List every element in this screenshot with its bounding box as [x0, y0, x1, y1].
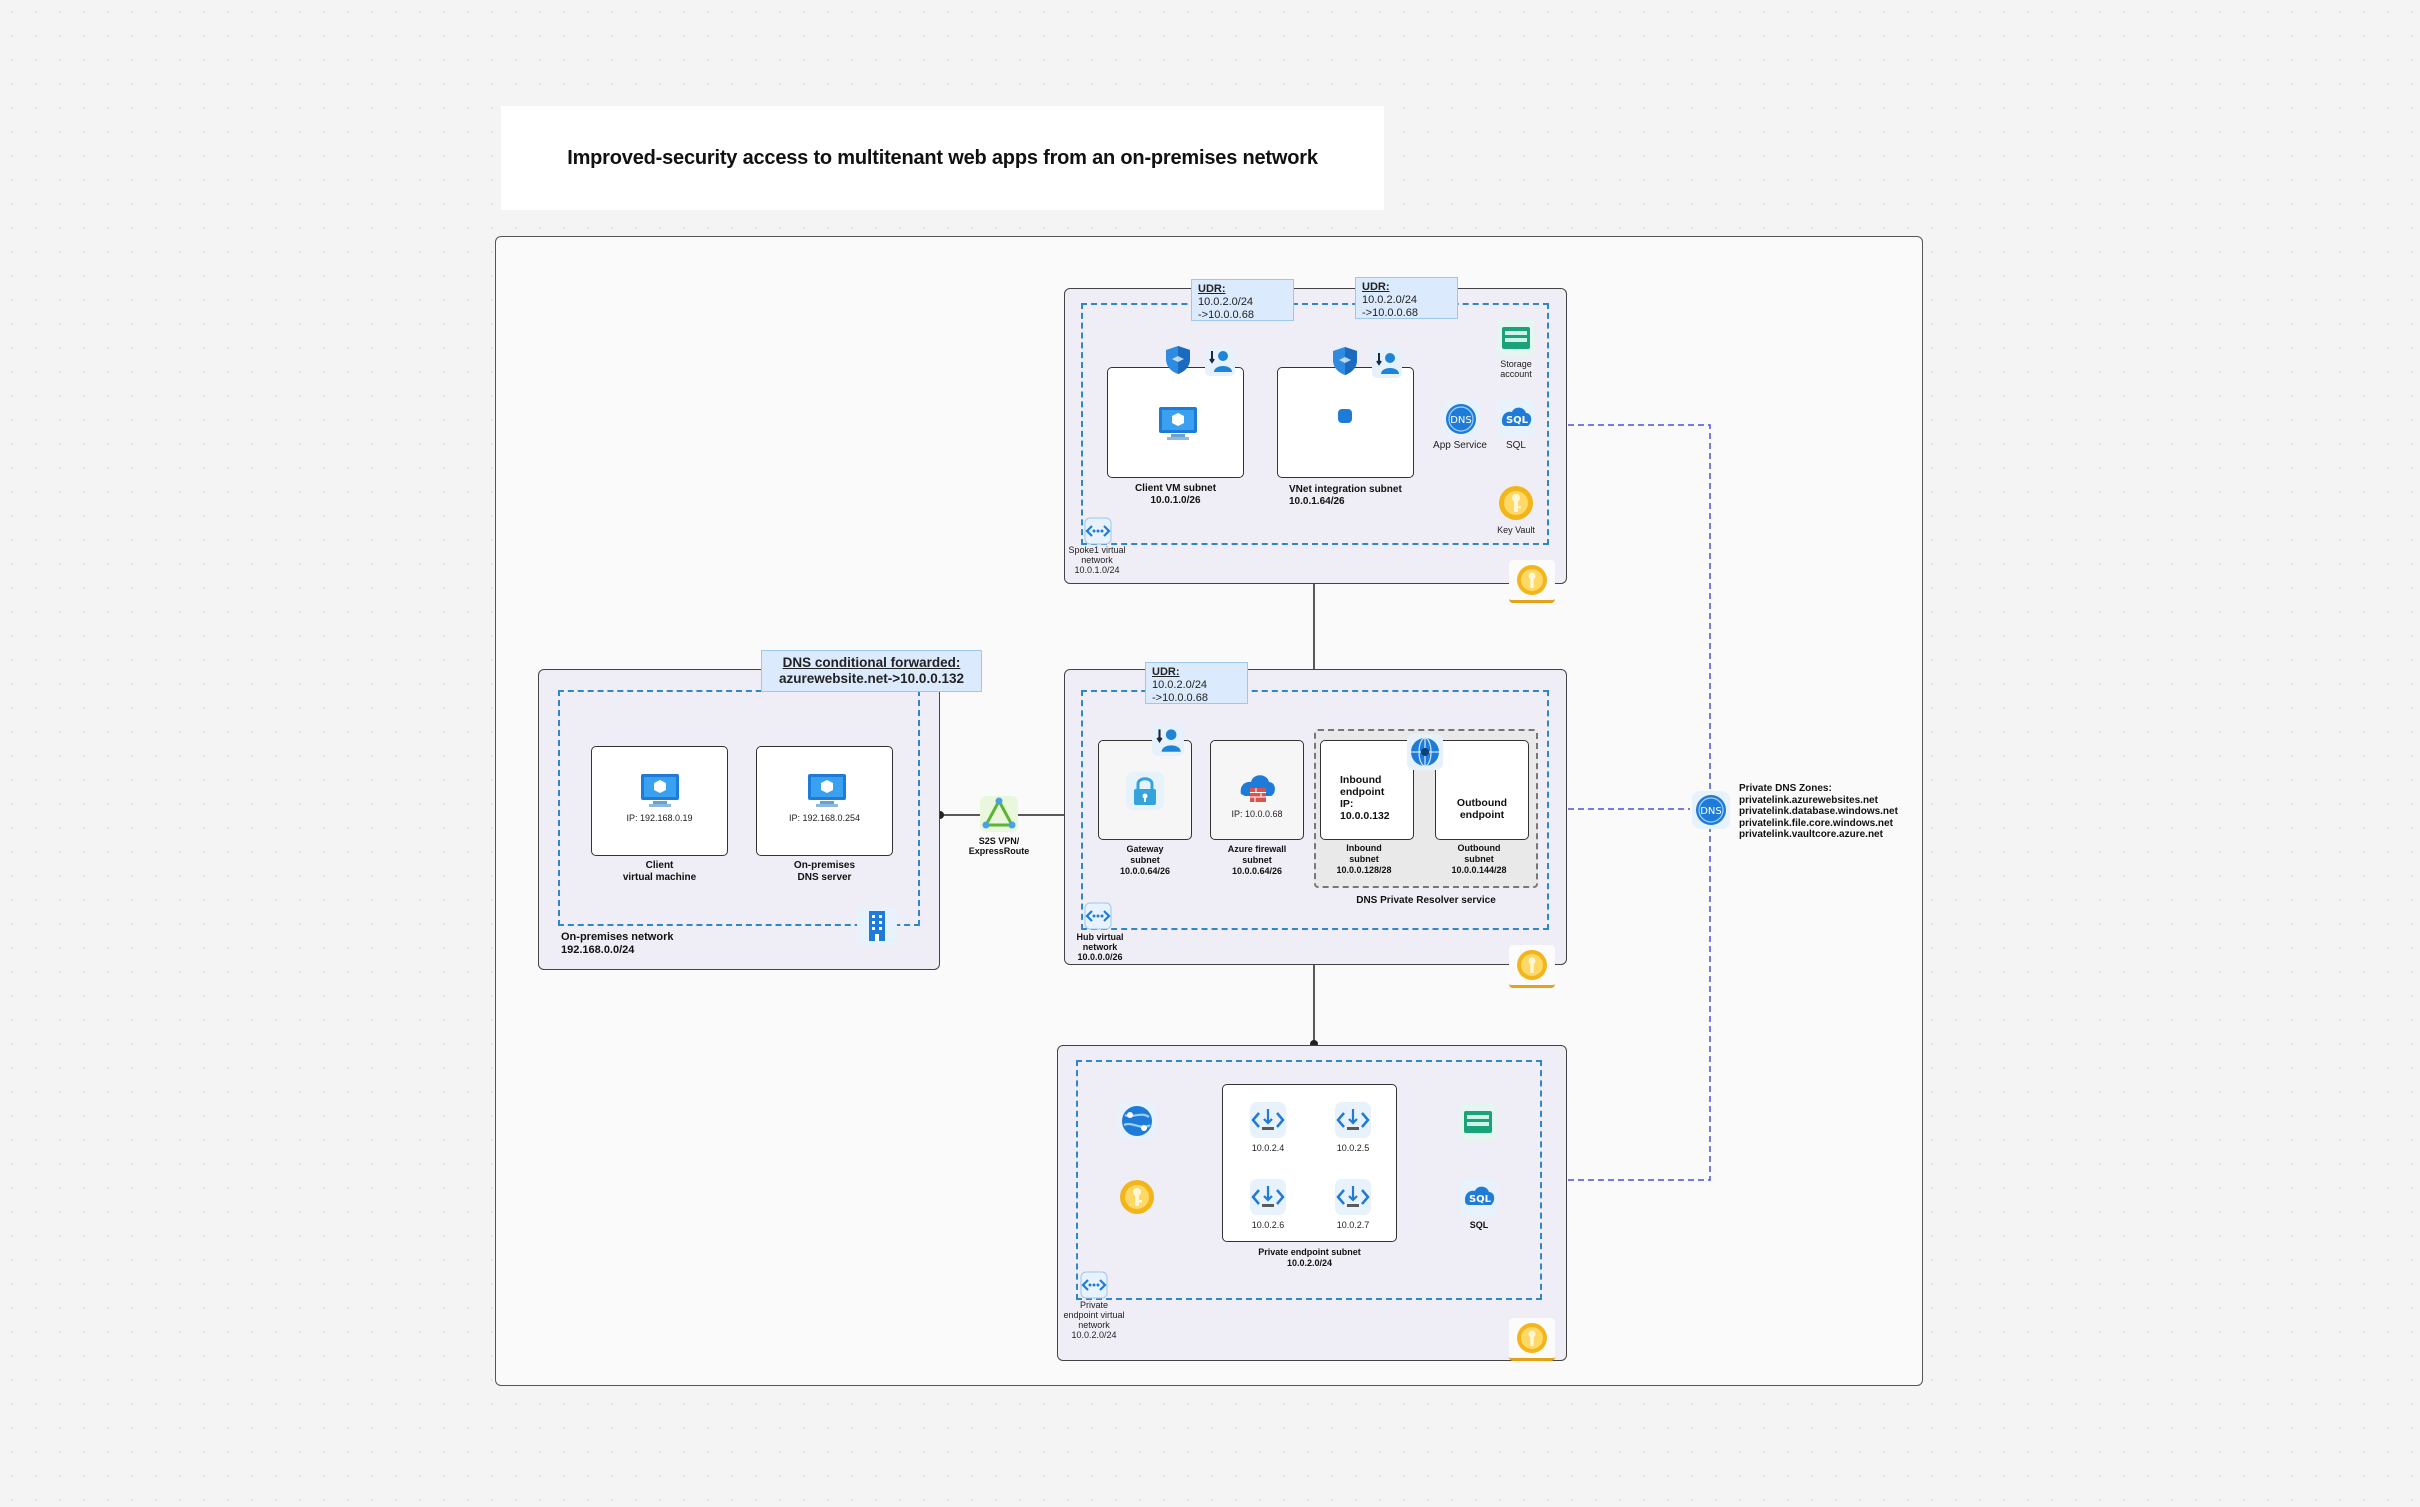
storage-account-icon[interactable] [1496, 318, 1536, 358]
title-card: Improved-security access to multitenant … [501, 106, 1384, 210]
firewall-subnet-label: Azure firewall subnet 10.0.0.64/26 [1227, 844, 1287, 876]
private-dns-zones-heading: Private DNS Zones: [1739, 783, 1832, 794]
spoke-udr-2: UDR: 10.0.2.0/24 ->10.0.0.68 [1355, 277, 1458, 319]
onprem-network-label: On-premises network 192.168.0.0/24 [561, 931, 674, 956]
dns-server-ip: IP: 192.168.0.254 [788, 813, 861, 823]
key-vault-icon[interactable] [1496, 483, 1536, 523]
shield-icon [1161, 343, 1195, 377]
client-vm-subnet-label: Client VM subnet 10.0.1.0/26 [1134, 483, 1217, 506]
virtual-machine-icon [638, 771, 682, 811]
dns-server-label: On-premises DNS server [793, 860, 856, 883]
network-interface-icon [1337, 408, 1353, 424]
sql-label: SQL [1469, 1220, 1489, 1230]
private-endpoint-icon [1248, 1177, 1288, 1217]
inbound-endpoint-label: Inbound endpoint IP: 10.0.0.132 [1340, 774, 1390, 822]
dns-zone: privatelink.azurewebsites.net [1739, 794, 1878, 806]
hub-vnet-label: Hub virtual network 10.0.0.0/26 [1076, 932, 1124, 962]
client-vm-label: Client virtual machine [622, 860, 697, 883]
private-endpoint-vnet-label: Private endpoint virtual network 10.0.2.… [1063, 1300, 1125, 1340]
inbound-endpoint-box[interactable] [1320, 740, 1414, 840]
dns-zone: privatelink.vaultcore.azure.net [1739, 829, 1883, 840]
sql-database-icon[interactable]: SQL [1495, 398, 1537, 440]
storage-account-icon[interactable] [1458, 1102, 1498, 1142]
lock-icon [1124, 770, 1166, 812]
endpoint-ip: 10.0.2.6 [1251, 1220, 1285, 1230]
spoke1-vnet-label: Spoke1 virtual network 10.0.1.0/24 [1068, 545, 1126, 575]
outbound-subnet-label: Outbound subnet 10.0.0.144/28 [1451, 843, 1507, 875]
vnet-integration-subnet-label: VNet integration subnet 10.0.1.64/26 [1289, 484, 1402, 507]
private-endpoint-vnet-boundary [1076, 1060, 1542, 1300]
dns-zone: privatelink.database.windows.net [1739, 806, 1898, 817]
dns-zone: privatelink.file.core.windows.net [1739, 817, 1893, 829]
key-vault-icon [1509, 1318, 1555, 1361]
dns-icon[interactable]: DNS [1690, 789, 1732, 831]
private-endpoint-icon [1333, 1177, 1373, 1217]
key-vault-label: Key Vault [1497, 525, 1535, 535]
private-endpoint-subnet-label: Private endpoint subnet 10.0.2.0/24 [1258, 1247, 1361, 1268]
firewall-ip: IP: 10.0.0.68 [1231, 809, 1283, 819]
virtual-network-icon [1083, 516, 1113, 546]
spoke1-vnet-boundary [1081, 303, 1549, 545]
key-vault-icon [1509, 945, 1555, 988]
private-dns-zones-list: Private DNS Zones: privatelink.azurewebs… [1739, 783, 1898, 841]
shield-icon [1328, 344, 1362, 378]
key-vault-icon [1509, 560, 1555, 603]
dns-private-resolver-label: DNS Private Resolver service [1356, 895, 1496, 906]
inbound-subnet-label: Inbound subnet 10.0.0.128/28 [1336, 843, 1392, 875]
vpn-gateway-icon[interactable] [978, 794, 1020, 834]
outbound-endpoint-box[interactable] [1435, 740, 1529, 840]
svg-text:DNS: DNS [1700, 806, 1722, 817]
virtual-machine-icon [1156, 404, 1200, 444]
storage-account-label: Storage account [1500, 359, 1532, 379]
managed-identity-icon [1370, 346, 1404, 380]
svg-text:SQL: SQL [1506, 415, 1529, 426]
endpoint-ip: 10.0.2.5 [1336, 1143, 1370, 1153]
endpoint-ip: 10.0.2.7 [1336, 1220, 1370, 1230]
sql-database-icon[interactable]: SQL [1458, 1177, 1500, 1219]
key-vault-icon[interactable] [1117, 1177, 1157, 1217]
spoke-udr-1: UDR: 10.0.2.0/24 ->10.0.0.68 [1191, 279, 1294, 321]
managed-identity-icon [1150, 722, 1186, 758]
outbound-endpoint-label: Outbound endpoint [1456, 797, 1508, 821]
gateway-subnet-label: Gateway subnet 10.0.0.64/26 [1119, 844, 1171, 876]
hub-vnet-boundary [1081, 690, 1549, 930]
virtual-network-icon [1083, 901, 1113, 931]
svg-text:DNS: DNS [1450, 415, 1472, 426]
dns-conditional-forwarder-note: DNS conditional forwarded: azurewebsite.… [761, 650, 982, 692]
virtual-network-icon [1079, 1270, 1109, 1300]
web-app-icon[interactable] [1116, 1100, 1158, 1142]
onprem-network-boundary [558, 690, 920, 926]
managed-identity-icon [1203, 344, 1237, 378]
private-endpoint-icon [1333, 1100, 1373, 1140]
vpn-label: S2S VPN/ ExpressRoute [968, 836, 1030, 856]
building-icon [855, 905, 899, 947]
endpoint-ip: 10.0.2.4 [1251, 1143, 1285, 1153]
svg-text:SQL: SQL [1469, 1194, 1492, 1205]
firewall-icon [1235, 768, 1279, 808]
dns-icon[interactable]: DNS [1440, 398, 1482, 440]
client-ip: IP: 192.168.0.19 [626, 813, 693, 823]
app-service-label: App Service [1433, 440, 1487, 451]
sql-label: SQL [1505, 440, 1526, 451]
private-endpoint-icon [1248, 1100, 1288, 1140]
hub-udr: UDR: 10.0.2.0/24 ->10.0.0.68 [1145, 662, 1248, 704]
virtual-machine-icon [805, 771, 849, 811]
dns-resolver-icon [1405, 733, 1445, 771]
page-title: Improved-security access to multitenant … [567, 146, 1318, 169]
